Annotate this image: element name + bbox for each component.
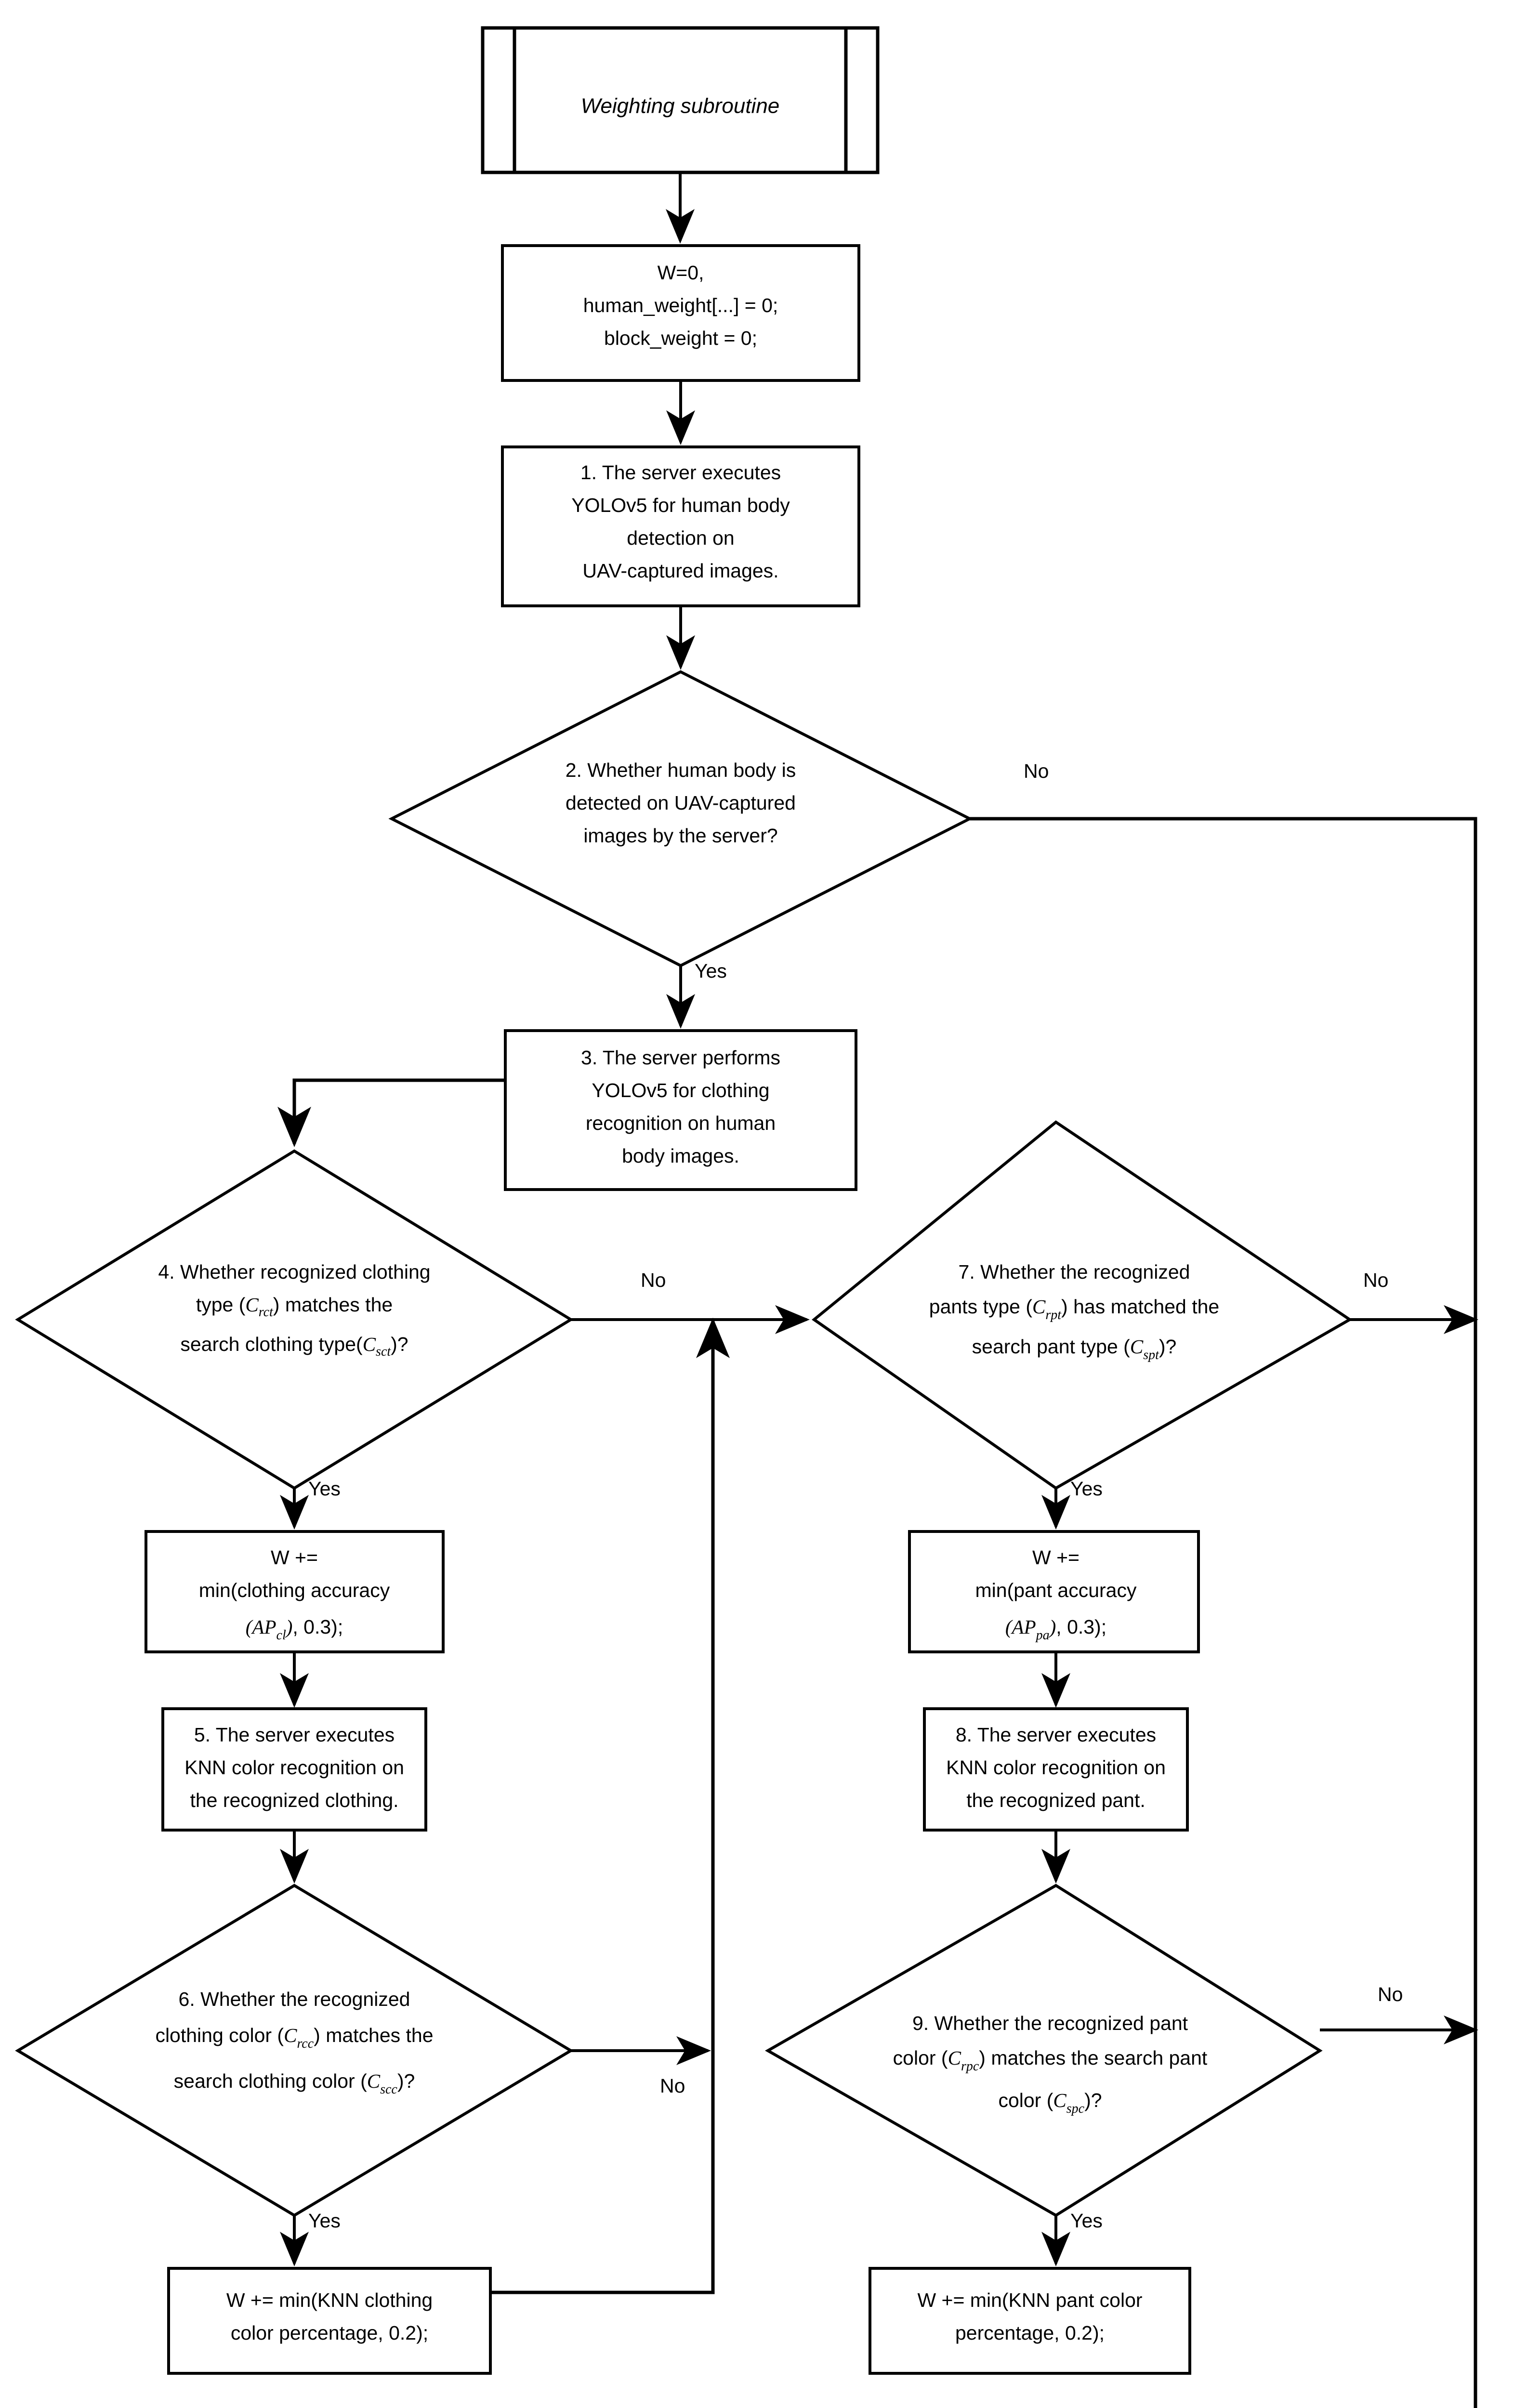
node-step6-yes-box[interactable]: W += min(KNN clothing color percentage, … <box>167 2267 492 2375</box>
node-step8-line-3: the recognized pant. <box>966 1789 1145 1811</box>
node-start-label: Weighting subroutine <box>581 94 780 118</box>
node-step4-line-1: 4. Whether recognized clothing <box>158 1261 430 1283</box>
node-step9-line-3: color (Cspc)? <box>998 2089 1102 2116</box>
node-init-line-1: W=0, <box>658 262 704 284</box>
edge-label-step2-no: No <box>1024 760 1049 782</box>
node-step1-line-3: detection on <box>627 527 734 549</box>
edge-label-step6-no: No <box>660 2075 685 2097</box>
node-step9-line-2: color (Crpc) matches the search pant <box>893 2047 1208 2074</box>
node-step7-yes-line-1: W += <box>1032 1546 1080 1569</box>
node-step6-yes-line-1: W += min(KNN clothing <box>226 2289 433 2311</box>
node-step2-line-1: 2. Whether human body is <box>566 759 796 781</box>
node-step3-line-1: 3. The server performs <box>581 1047 780 1069</box>
edge-label-step6-yes: Yes <box>308 2210 341 2232</box>
node-step7[interactable]: 7. Whether the recognized pants type (Cr… <box>812 1120 1353 1490</box>
edge-label-step7-no: No <box>1363 1269 1388 1291</box>
node-step8-line-2: KNN color recognition on <box>946 1756 1166 1779</box>
node-step9[interactable]: 9. Whether the recognized pant color (Cr… <box>764 1884 1323 2217</box>
node-step1-line-2: YOLOv5 for human body <box>571 494 790 516</box>
edge-label-step2-yes: Yes <box>695 960 727 982</box>
edge-label-step9-yes: Yes <box>1070 2210 1103 2232</box>
node-step5-line-3: the recognized clothing. <box>190 1789 398 1811</box>
node-step4-line-3: search clothing type(Csct)? <box>180 1333 408 1359</box>
node-step7-yes-line-3: (APpa), 0.3); <box>1005 1616 1106 1643</box>
node-step8[interactable]: 8. The server executes KNN color recogni… <box>923 1707 1189 1832</box>
node-init-line-2: human_weight[...] = 0; <box>583 294 778 316</box>
node-step6-yes-line-2: color percentage, 0.2); <box>231 2322 428 2344</box>
node-step3[interactable]: 3. The server performs YOLOv5 for clothi… <box>504 1029 857 1191</box>
node-step5-line-2: KNN color recognition on <box>184 1756 404 1779</box>
node-step7-line-2: pants type (Crpt) has matched the <box>929 1296 1219 1322</box>
node-step9-line-1: 9. Whether the recognized pant <box>912 2012 1188 2034</box>
node-step9-yes-line-1: W += min(KNN pant color <box>917 2289 1142 2311</box>
node-step6-line-2: clothing color (Crcc) matches the <box>155 2024 433 2051</box>
node-step8-line-1: 8. The server executes <box>956 1724 1156 1746</box>
node-init-line-3: block_weight = 0; <box>604 327 757 349</box>
node-step4-yes-line-1: W += <box>271 1546 318 1569</box>
edge-left-feedback-rail <box>490 1318 730 2294</box>
node-step7-yes-line-2: min(pant accuracy <box>975 1579 1137 1601</box>
node-step6[interactable]: 6. Whether the recognized clothing color… <box>15 1884 574 2217</box>
node-step4-yes-line-3: (APcl), 0.3); <box>246 1616 343 1643</box>
edge-label-step4-no: No <box>641 1269 666 1291</box>
node-step6-line-1: 6. Whether the recognized <box>179 1988 410 2010</box>
node-step5-line-1: 5. The server executes <box>194 1724 395 1746</box>
node-step9-yes-line-2: percentage, 0.2); <box>955 2322 1105 2344</box>
node-step2-line-3: images by the server? <box>583 824 777 847</box>
edge-label-step9-no: No <box>1378 1983 1403 2005</box>
node-step3-line-2: YOLOv5 for clothing <box>592 1079 769 1101</box>
edge-label-step7-yes: Yes <box>1070 1478 1103 1500</box>
node-step6-line-3: search clothing color (Cscc)? <box>174 2070 415 2097</box>
edge-label-step4-yes: Yes <box>308 1478 341 1500</box>
node-step2-line-2: detected on UAV-captured <box>566 792 796 814</box>
edge-step3-to-step4 <box>277 1078 505 1147</box>
node-step1-line-4: UAV-captured images. <box>582 560 778 582</box>
node-step3-line-4: body images. <box>622 1145 739 1167</box>
node-step1[interactable]: 1. The server executes YOLOv5 for human … <box>501 445 860 607</box>
edge-step2-no <box>970 817 1477 2408</box>
node-step7-line-1: 7. Whether the recognized <box>959 1261 1190 1283</box>
node-step1-line-1: 1. The server executes <box>580 461 781 484</box>
node-step4-line-2: type (Crct) matches the <box>196 1294 393 1320</box>
node-init[interactable]: W=0, human_weight[...] = 0; block_weight… <box>501 244 860 382</box>
node-step7-line-3: search pant type (Cspt)? <box>972 1335 1177 1362</box>
node-step7-yes-box[interactable]: W += min(pant accuracy (APpa), 0.3); <box>908 1530 1200 1653</box>
node-step9-yes-box[interactable]: W += min(KNN pant color percentage, 0.2)… <box>869 2267 1191 2375</box>
node-step4-yes-line-2: min(clothing accuracy <box>199 1579 390 1601</box>
node-step5[interactable]: 5. The server executes KNN color recogni… <box>161 1707 427 1832</box>
node-step3-line-3: recognition on human <box>586 1112 776 1134</box>
